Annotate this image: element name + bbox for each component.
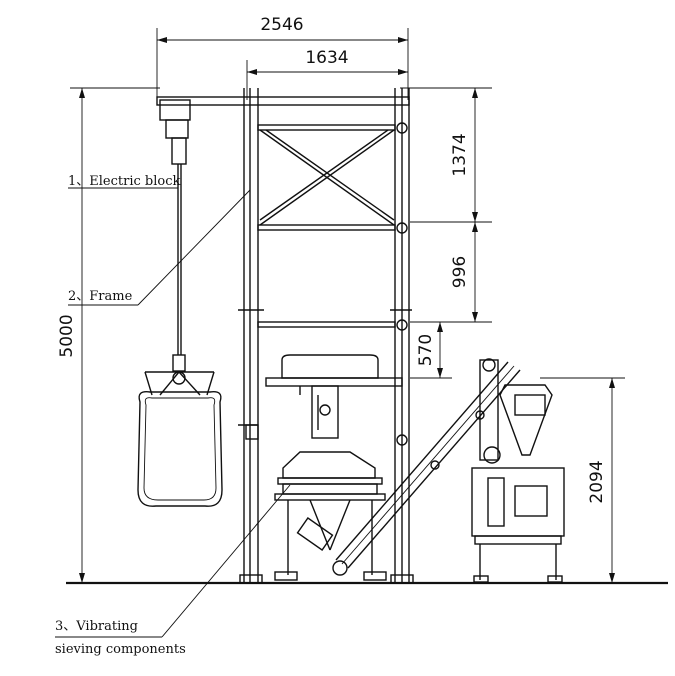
dim-frame-width-text: 1634 <box>305 48 348 68</box>
dim-right-sections: 1374 996 <box>400 87 492 323</box>
dim-packer-height-text: 2094 <box>587 460 607 503</box>
dim-middle-section-text: 996 <box>450 256 470 288</box>
dim-packer-height: 2094 <box>540 377 625 583</box>
discharge-station <box>265 354 403 439</box>
callout-electric-block: 1、Electric block <box>68 174 180 189</box>
dim-total-height-text: 5000 <box>57 314 77 357</box>
dim-overall-width-text: 2546 <box>260 15 303 35</box>
label-frame: 2、Frame <box>68 289 133 304</box>
packing-machine <box>471 358 565 583</box>
dim-lower-section: 570 <box>410 322 452 379</box>
label-vibrating-line1: 3、Vibrating <box>55 619 138 634</box>
bulk-bag <box>137 371 223 507</box>
electric-block-hoist <box>159 99 191 385</box>
label-electric-block: 1、Electric block <box>68 174 180 189</box>
dim-total-height: 5000 <box>57 87 160 583</box>
dim-overall-width: 2546 <box>156 15 409 100</box>
callout-frame: 2、Frame <box>68 189 251 306</box>
dim-top-section-text: 1374 <box>450 133 470 176</box>
dim-frame-width: 1634 <box>246 48 408 100</box>
frame-structure <box>156 88 414 584</box>
vibrating-sieve <box>274 451 387 581</box>
label-vibrating-line2: sieving components <box>55 642 186 657</box>
callout-vibrating-sieve: 3、Vibrating sieving components <box>55 484 291 657</box>
dim-lower-section-text: 570 <box>416 334 436 366</box>
